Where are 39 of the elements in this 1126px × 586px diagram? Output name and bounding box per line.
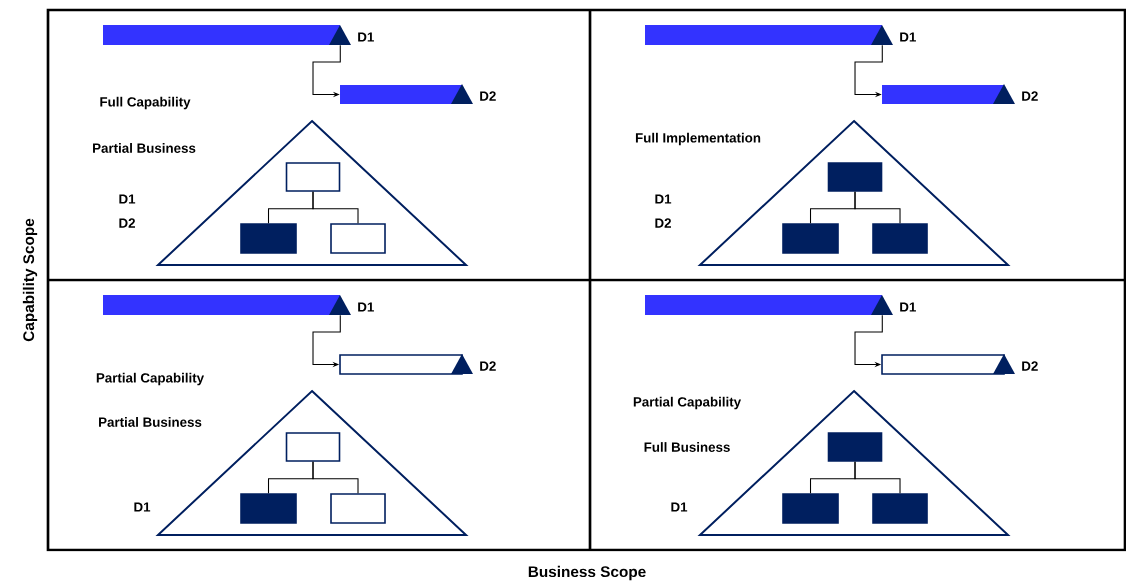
text-label: D2 [655,218,671,228]
org-box [240,223,297,254]
milestone-label: D1 [900,302,916,312]
milestone-label: D2 [480,91,496,101]
org-box [240,493,297,524]
org-box [285,162,341,192]
text-label: D1 [671,502,688,512]
org-box [782,223,839,254]
connector-line [854,191,901,224]
text-label: Partial Business [93,143,196,153]
axis-label: Business Scope [528,565,646,581]
org-box [782,493,839,524]
text-label: D1 [119,194,136,204]
org-box [330,493,386,524]
axis-label: Capability Scope [22,218,38,342]
milestone-label: D2 [480,361,496,371]
text-label: Full Capability [100,96,191,110]
org-box [330,223,386,254]
connector-line [312,461,359,494]
text-label: D1 [134,502,151,512]
text-label: D2 [119,218,135,228]
connector-line [312,191,359,224]
org-box [827,162,883,192]
milestone-label: D2 [1022,91,1038,101]
org-box [827,432,883,462]
text-label: Full Business [644,442,730,452]
milestone-label: D1 [900,32,916,42]
text-label: Partial Business [99,417,202,427]
connector-line [854,461,901,494]
text-label: Partial Capability [633,396,741,410]
text-label: D1 [655,194,672,204]
milestone-label: D1 [358,32,374,42]
org-box [285,432,341,462]
org-box [872,493,928,524]
text-label: Full Implementation [635,132,761,146]
milestone-label: D1 [358,302,374,312]
org-box [872,223,928,254]
text-label: Partial Capability [96,372,204,386]
milestone-label: D2 [1022,361,1038,371]
